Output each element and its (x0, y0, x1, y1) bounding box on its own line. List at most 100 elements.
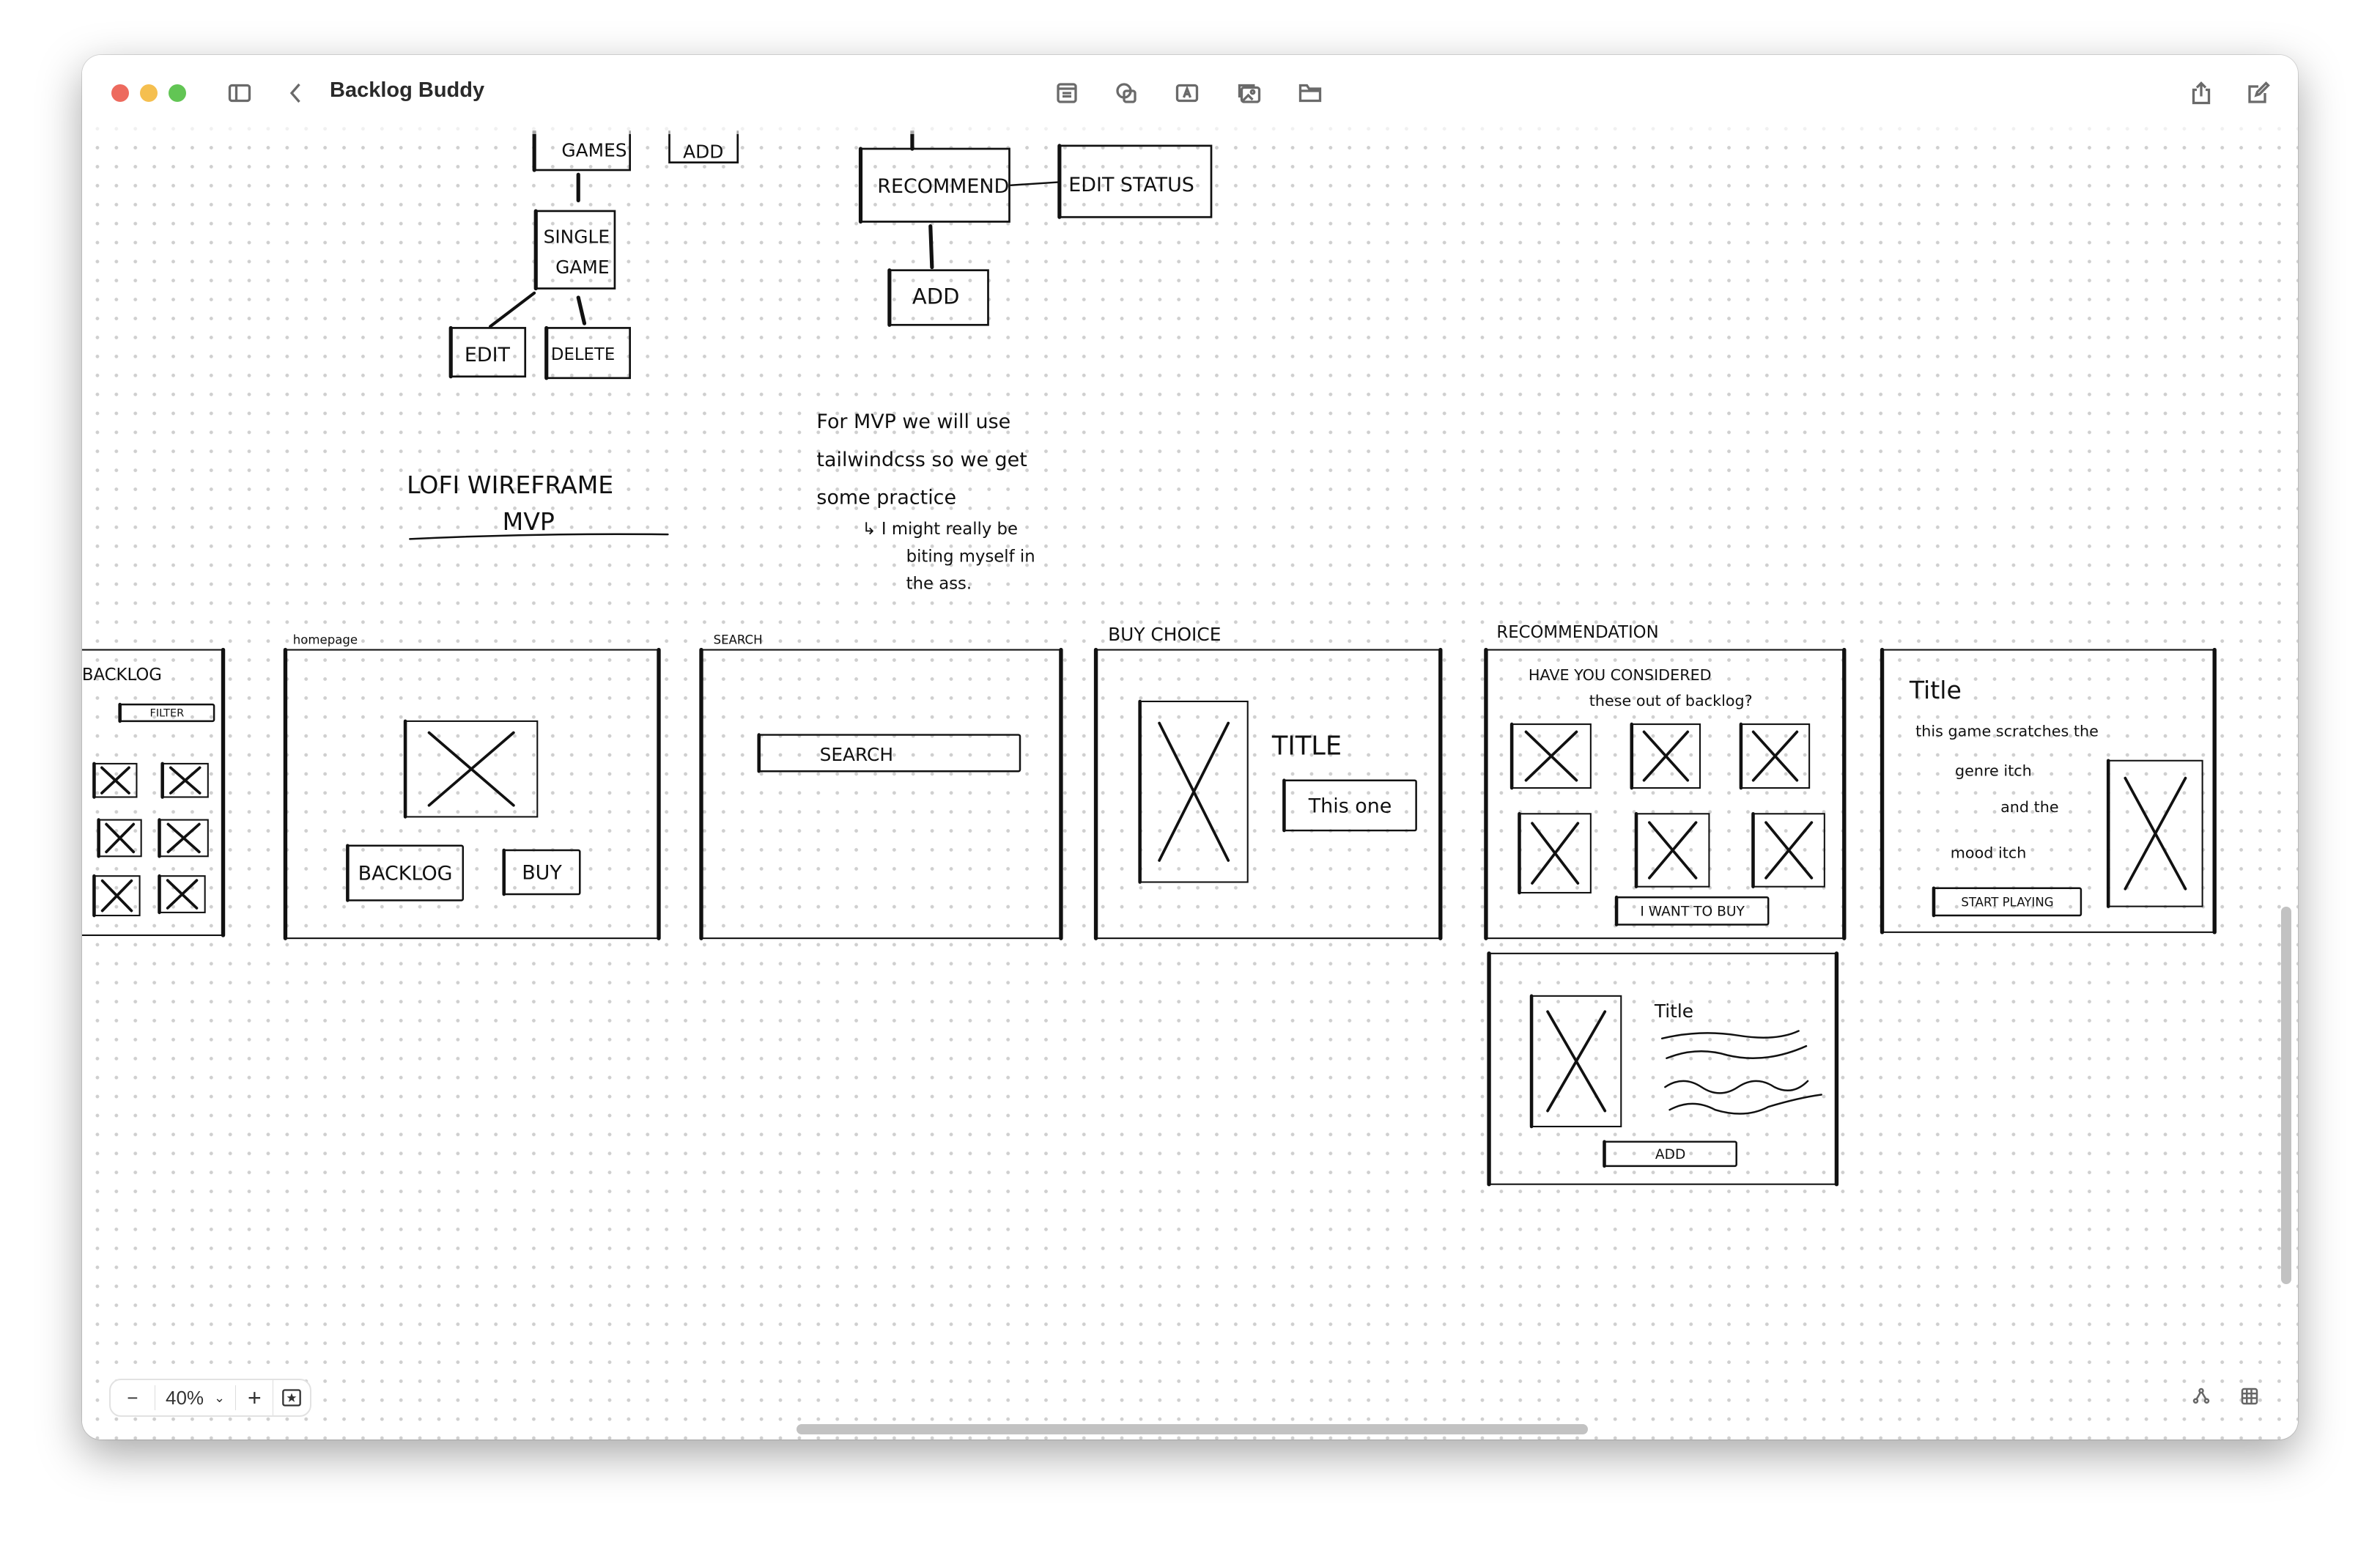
x-mark (1546, 1010, 1607, 1113)
i-want-to-buy-button[interactable]: I WANT TO BUY (1614, 895, 1770, 926)
heading-underline (409, 533, 669, 540)
x-mark (1158, 721, 1230, 862)
add-button[interactable]: ADD (1603, 1140, 1737, 1168)
buy-choice-frame-label: BUY CHOICE (1108, 624, 1221, 645)
recommend-node-label: RECOMMEND (877, 175, 1009, 198)
text-box-icon[interactable] (1171, 77, 1203, 109)
x-mark (100, 879, 133, 913)
start-playing-button[interactable]: START PLAYING (1932, 886, 2082, 918)
minimize-button[interactable] (140, 84, 158, 102)
detail-text-line1: this game scratches the (1915, 723, 2099, 740)
game-detail-frame (1880, 647, 2217, 935)
buy-detail-frame (1487, 951, 1839, 1187)
note-line-1: For MVP we will use (816, 410, 1010, 433)
x-mark (105, 822, 136, 854)
note-line-3: some practice (816, 487, 956, 509)
filter-button-label: FILTER (150, 708, 185, 720)
maximize-button[interactable] (169, 84, 186, 102)
backlog-button-label: BACKLOG (358, 863, 453, 885)
shapes-icon[interactable] (1110, 77, 1142, 109)
favorite-star-icon[interactable] (273, 1380, 310, 1415)
detail-text-line3: and the (2000, 798, 2059, 816)
edit-status-node-label: EDIT STATUS (1068, 174, 1194, 196)
x-mark (1751, 730, 1799, 782)
note-line-2: tailwindcss so we get (816, 449, 1027, 471)
grid-icon[interactable] (2235, 1382, 2264, 1411)
connection-points-icon[interactable] (2187, 1382, 2216, 1411)
this-one-button[interactable]: This one (1282, 778, 1417, 833)
search-box-text: SEARCH (820, 744, 894, 765)
share-icon[interactable] (2185, 77, 2217, 109)
detail-text-line2: genre itch (1955, 762, 2032, 779)
title-bar: Backlog Buddy (82, 55, 2298, 134)
note-sub-line-2: biting myself in (906, 547, 1035, 566)
homepage-frame-label: homepage (293, 633, 358, 646)
image-placeholder (1509, 722, 1592, 790)
buy-choice-frame (1093, 647, 1443, 940)
compose-icon[interactable] (2242, 77, 2274, 109)
folder-icon[interactable] (1294, 77, 1326, 109)
back-chevron-icon[interactable] (280, 77, 312, 109)
note-icon[interactable] (1051, 77, 1083, 109)
backlog-frame (82, 647, 226, 937)
note-sub-line-3: the ass. (906, 575, 972, 594)
image-placeholder (1751, 811, 1825, 888)
image-placeholder (158, 818, 209, 858)
detail-text-line4: mood itch (1951, 844, 2027, 861)
search-frame (699, 647, 1063, 940)
image-placeholder (92, 874, 141, 918)
buy-choice-title: TITLE (1271, 731, 1342, 761)
image-placeholder (1634, 811, 1710, 888)
backlog-frame-title: BACKLOG (82, 666, 162, 685)
x-mark (2124, 776, 2187, 891)
buy-button[interactable]: BUY (502, 848, 581, 896)
image-placeholder (1529, 994, 1622, 1129)
zoom-level-value: 40% (166, 1386, 204, 1409)
zoom-out-button[interactable]: − (127, 1386, 138, 1409)
sitemap: GAMES ADD SINGLE GAME EDIT DELETE (448, 91, 1213, 380)
image-placeholder (1138, 699, 1249, 884)
close-button[interactable] (111, 84, 129, 102)
start-playing-button-label: START PLAYING (1961, 895, 2053, 909)
image-placeholder (92, 762, 138, 799)
i-want-to-buy-button-label: I WANT TO BUY (1640, 904, 1745, 920)
delete-node-label: DELETE (551, 345, 615, 364)
detail-title: Title (1909, 676, 1962, 704)
image-placeholder (160, 762, 209, 799)
search-frame-label: SEARCH (714, 633, 763, 646)
sidebar-icon[interactable] (223, 77, 256, 109)
zoom-control: − 40% ⌄ + (109, 1379, 311, 1417)
filter-button[interactable]: FILTER (118, 702, 215, 723)
vertical-scrollbar[interactable] (2281, 907, 2291, 1284)
buy-button-label: BUY (522, 862, 562, 885)
image-placeholder (158, 874, 206, 915)
single-game-label-1: SINGLE (544, 226, 610, 247)
x-mark (1642, 730, 1690, 782)
search-box[interactable] (757, 733, 1021, 773)
zoom-in-button[interactable]: + (247, 1384, 262, 1411)
board-title: Backlog Buddy (330, 78, 485, 102)
sketch-board: GAMES ADD SINGLE GAME EDIT DELETE (82, 91, 2217, 1187)
x-mark (1524, 730, 1578, 782)
x-mark (427, 731, 515, 807)
note-sub-line-1: ↳ I might really be (862, 520, 1018, 539)
x-mark (1648, 821, 1698, 880)
single-game-label-2: GAME (555, 257, 609, 278)
recommendation-frame-label: RECOMMENDATION (1496, 623, 1658, 642)
recommendation-question-line2: these out of backlog? (1589, 692, 1753, 710)
freeform-canvas[interactable]: GAMES ADD SINGLE GAME EDIT DELETE (82, 55, 2298, 1440)
add-node-top-label: ADD (683, 141, 723, 162)
buy-detail-description-scribble (1660, 1030, 1822, 1115)
backlog-button[interactable]: BACKLOG (346, 844, 465, 902)
horizontal-scrollbar[interactable] (797, 1424, 1588, 1434)
zoom-level-dropdown[interactable]: 40% ⌄ (155, 1380, 236, 1415)
app-window: GAMES ADD SINGLE GAME EDIT DELETE (82, 55, 2298, 1440)
x-mark (1764, 821, 1814, 880)
wireframe-heading-line1: LOFI WIREFRAME (407, 471, 613, 499)
this-one-button-label: This one (1308, 795, 1392, 818)
media-icon[interactable] (1233, 77, 1265, 109)
add-node-top[interactable] (668, 91, 739, 163)
recommendation-frame (1484, 647, 1847, 940)
image-placeholder (1739, 722, 1811, 790)
image-placeholder (403, 719, 539, 819)
